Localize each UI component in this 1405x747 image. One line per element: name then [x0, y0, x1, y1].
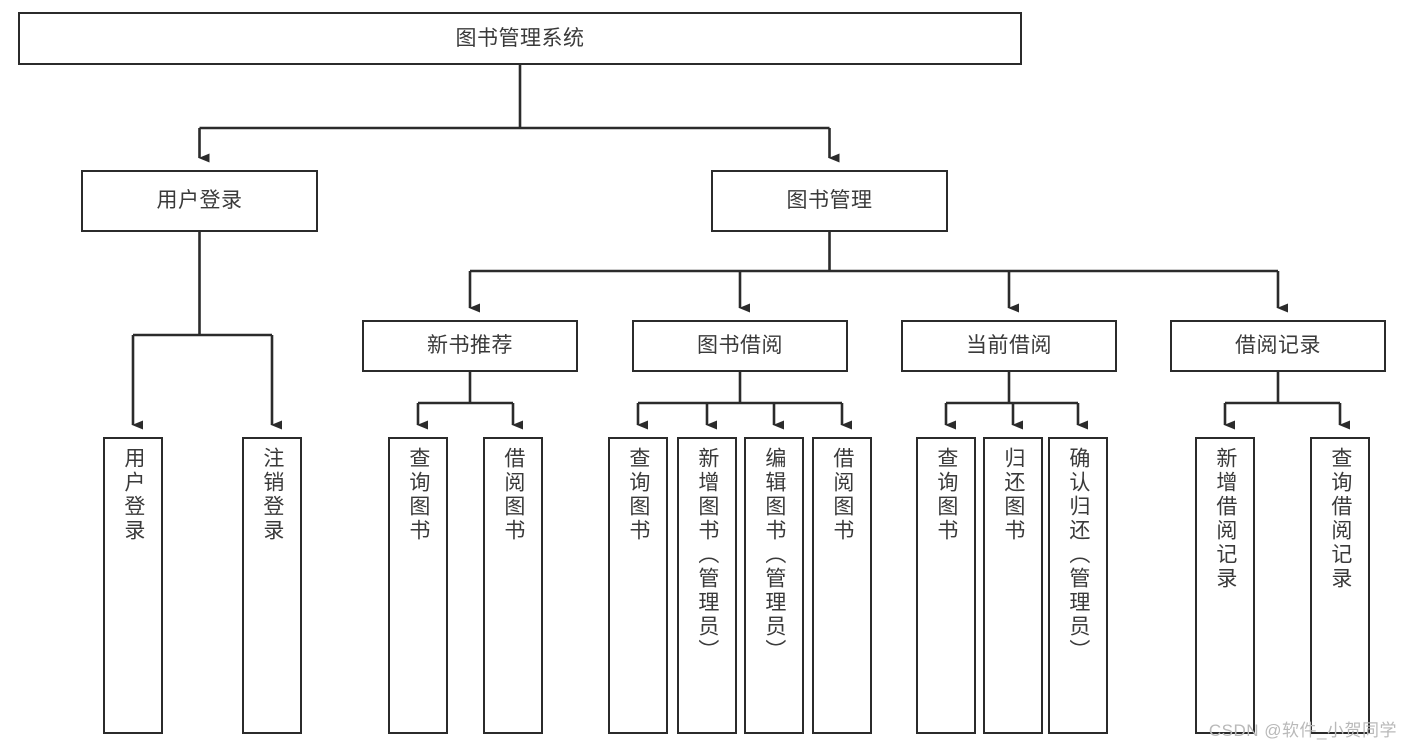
node-label: 查询图书: [406, 447, 430, 543]
node-label: 归还图书: [1001, 447, 1025, 543]
node-leaf-11[interactable]: 新增借阅记录: [1195, 437, 1255, 734]
node-leaf-9[interactable]: 归还图书: [983, 437, 1043, 734]
node-root-system[interactable]: 图书管理系统: [18, 12, 1022, 65]
node-level3-1[interactable]: 图书借阅: [632, 320, 848, 372]
node-label: 新书推荐: [427, 334, 513, 358]
node-label: 借阅图书: [830, 447, 854, 543]
node-level3-2[interactable]: 当前借阅: [901, 320, 1117, 372]
node-label: 新增借阅记录: [1213, 447, 1237, 591]
node-leaf-0[interactable]: 用户登录: [103, 437, 163, 734]
node-label: 查询图书: [626, 447, 650, 543]
node-leaf-7[interactable]: 借阅图书: [812, 437, 872, 734]
node-label: 编辑图书（管理员）: [762, 447, 786, 663]
node-label: 借阅记录: [1235, 334, 1321, 358]
node-leaf-12[interactable]: 查询借阅记录: [1310, 437, 1370, 734]
node-label: 借阅图书: [501, 447, 525, 543]
node-label: 图书管理系统: [455, 26, 585, 50]
node-label: 查询借阅记录: [1328, 447, 1352, 591]
node-label: 用户登录: [156, 189, 243, 213]
node-label: 新增图书（管理员）: [695, 447, 719, 663]
node-label: 当前借阅: [966, 334, 1052, 358]
node-label: 确认归还（管理员）: [1066, 447, 1090, 663]
node-leaf-5[interactable]: 新增图书（管理员）: [677, 437, 737, 734]
node-level3-0[interactable]: 新书推荐: [362, 320, 578, 372]
node-leaf-1[interactable]: 注销登录: [242, 437, 302, 734]
node-leaf-2[interactable]: 查询图书: [388, 437, 448, 734]
node-leaf-6[interactable]: 编辑图书（管理员）: [744, 437, 804, 734]
node-level2-0[interactable]: 用户登录: [81, 170, 318, 232]
node-label: 查询图书: [934, 447, 958, 543]
node-label: 图书管理: [786, 189, 873, 213]
node-leaf-10[interactable]: 确认归还（管理员）: [1048, 437, 1108, 734]
node-level3-3[interactable]: 借阅记录: [1170, 320, 1386, 372]
node-level2-1[interactable]: 图书管理: [711, 170, 948, 232]
node-label: 注销登录: [260, 447, 284, 543]
node-leaf-8[interactable]: 查询图书: [916, 437, 976, 734]
node-label: 图书借阅: [697, 334, 783, 358]
node-label: 用户登录: [121, 447, 145, 543]
node-leaf-3[interactable]: 借阅图书: [483, 437, 543, 734]
watermark-text: CSDN @软件_小贺同学: [1208, 721, 1397, 740]
node-leaf-4[interactable]: 查询图书: [608, 437, 668, 734]
